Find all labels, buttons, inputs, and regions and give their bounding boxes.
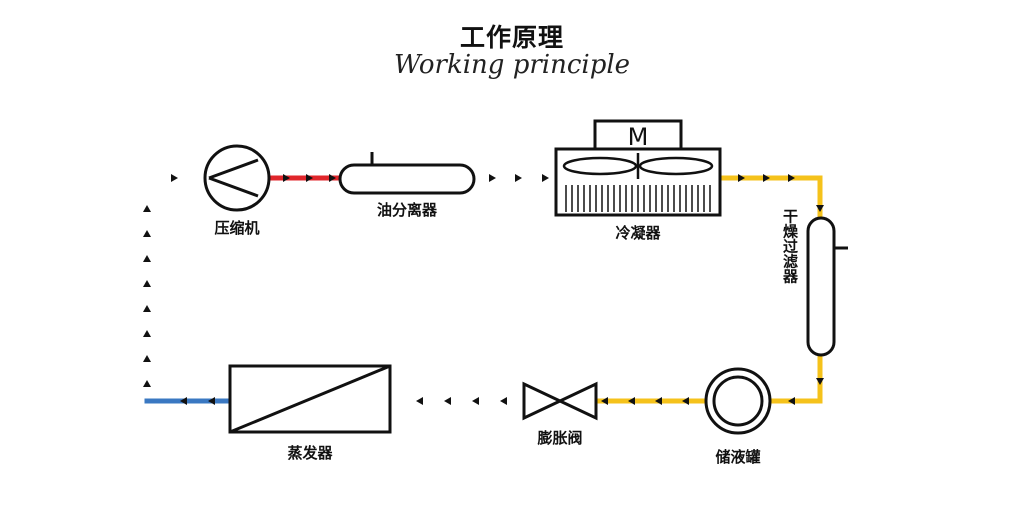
receiver [704, 367, 772, 435]
compressor [203, 144, 271, 212]
arrow-left [472, 397, 479, 405]
arrow-left [444, 397, 451, 405]
arrow-right [738, 174, 745, 182]
condenser-fan-left [562, 156, 638, 176]
oil-separator-label: 油分离器 [377, 201, 438, 219]
arrow-right [306, 174, 313, 182]
compressor-symbol [208, 158, 259, 198]
arrow-left [788, 397, 795, 405]
condenser-fan-right [638, 156, 714, 176]
arrow-right [542, 174, 549, 182]
oil-separator-body [338, 163, 476, 195]
pipe-dryer-to-receiver [768, 352, 823, 404]
compressor-body [203, 144, 271, 212]
dryer-filter-label: 干燥过滤器 [781, 209, 799, 285]
arrow-right [171, 174, 178, 182]
arrow-up [143, 355, 151, 362]
dryer-filter [806, 216, 848, 357]
expansion-valve-label: 膨胀阀 [537, 429, 582, 447]
arrow-right [788, 174, 795, 182]
evaporator [228, 364, 392, 434]
expansion-valve [522, 381, 598, 421]
arrow-left [416, 397, 423, 405]
evaporator-diagonal [229, 364, 391, 434]
arrow-left [655, 397, 662, 405]
arrow-right [515, 174, 522, 182]
compressor-label: 压缩机 [214, 219, 259, 237]
oil-separator [338, 152, 476, 195]
arrow-left [601, 397, 608, 405]
arrow-up [143, 230, 151, 237]
arrow-up [143, 305, 151, 312]
arrow-right [283, 174, 290, 182]
arrow-up [143, 380, 151, 387]
condenser: M [554, 119, 722, 217]
arrow-up [143, 255, 151, 262]
expansion-valve-symbol [522, 381, 598, 421]
arrow-down [816, 205, 824, 212]
flow-arrows [143, 174, 824, 405]
receiver-inner [712, 375, 764, 427]
arrow-up [143, 205, 151, 212]
arrow-up [143, 330, 151, 337]
arrow-down [816, 378, 824, 385]
pipe-condenser-to-dryer [717, 175, 823, 221]
condenser-fins [565, 185, 711, 212]
arrow-left [208, 397, 215, 405]
arrow-left [500, 397, 507, 405]
arrow-right [329, 174, 336, 182]
condenser-motor-box [593, 119, 683, 151]
condenser-motor-label: M [628, 123, 649, 151]
arrow-left [180, 397, 187, 405]
diagram-title: 工作原理 [459, 23, 564, 52]
diagram-subtitle: Working principle [393, 50, 631, 80]
dryer-filter-body [806, 216, 836, 357]
arrow-right [489, 174, 496, 182]
arrow-up [143, 280, 151, 287]
arrow-left [682, 397, 689, 405]
condenser-label: 冷凝器 [615, 224, 661, 242]
arrow-right [763, 174, 770, 182]
receiver-label: 储液罐 [715, 448, 760, 466]
evaporator-label: 蒸发器 [287, 444, 333, 462]
arrow-left [628, 397, 635, 405]
